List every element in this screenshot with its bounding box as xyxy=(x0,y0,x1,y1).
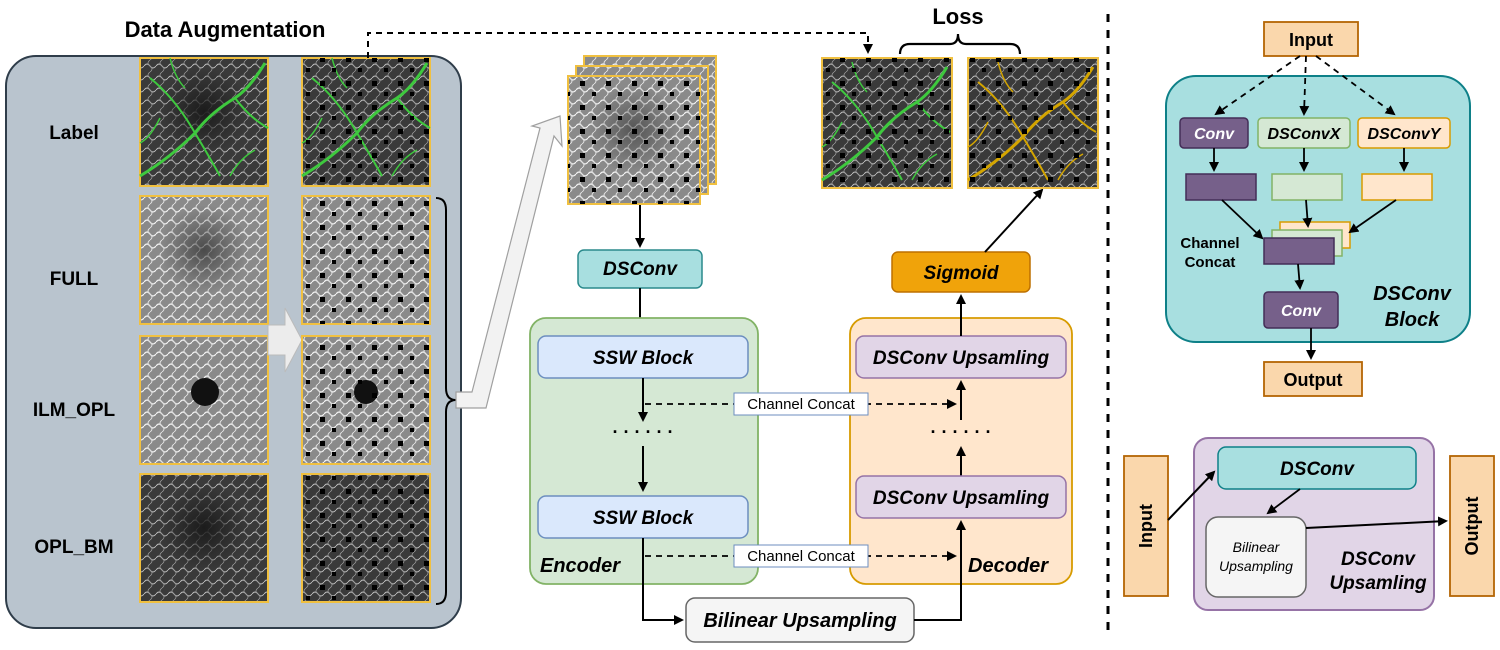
input-image-stack xyxy=(567,55,717,205)
upsampling-bilinear-box xyxy=(1205,516,1307,598)
block-conv2-label: Conv xyxy=(1281,303,1322,320)
ssw-block-1-label: SSW Block xyxy=(593,348,695,369)
decoder-label: Decoder xyxy=(968,555,1049,577)
row-label-label: Label xyxy=(49,123,99,144)
prediction-image xyxy=(966,57,1099,189)
sigmoid-to-output-arrow xyxy=(984,188,1044,253)
channel-concat-1-label: Channel Concat xyxy=(747,396,855,413)
image-full-original xyxy=(139,195,269,325)
encoder-label: Encoder xyxy=(540,555,621,577)
row-label-ilm-opl: ILM_OPL xyxy=(33,400,116,421)
row-label-full: FULL xyxy=(50,269,99,290)
label-to-loss-arrow xyxy=(367,32,873,58)
loss-brace xyxy=(898,33,1022,55)
sigmoid-label: Sigmoid xyxy=(924,263,999,284)
dsconv-upsampling-1-label: DSConv Upsamling xyxy=(873,348,1050,369)
channel-concat-2-box xyxy=(733,544,869,568)
dsconv-to-bilinear-arrow xyxy=(1266,488,1301,515)
image-label-original xyxy=(138,56,270,187)
upsampling-bilinear-line2: Upsampling xyxy=(1219,558,1293,574)
upsampling-dsconv-label: DSConv xyxy=(1280,459,1355,480)
dsconv-label: DSConv xyxy=(603,259,678,280)
image-full-augmented xyxy=(301,195,431,325)
input-flow-arrow xyxy=(455,115,563,409)
decoder-dots: · · · · · · xyxy=(931,422,992,442)
dsconv-block-title-line2: Block xyxy=(1385,309,1440,331)
augment-arrow xyxy=(267,307,303,373)
block-input-box xyxy=(1263,21,1359,57)
concat-stack xyxy=(1263,221,1351,265)
block-dsconvy-label: DSConvY xyxy=(1368,126,1442,143)
upsampling-output-label: Output xyxy=(1462,497,1482,556)
channel-concat-2-label: Channel Concat xyxy=(747,548,855,565)
upsampling-dsconv-box xyxy=(1217,446,1417,490)
image-ilm-opl-augmented xyxy=(301,335,431,465)
image-ilm-opl-original xyxy=(139,335,269,465)
upsampling-title-line2: Upsamling xyxy=(1329,573,1427,594)
dsconvx-to-concat-arrow xyxy=(1302,199,1313,228)
dsconv-block-title-line1: DSConv xyxy=(1373,283,1453,305)
upsampling-input-box xyxy=(1123,455,1169,597)
upsampling-input-arrow xyxy=(1167,470,1216,521)
dsconvx-feature-map xyxy=(1271,173,1343,201)
block-conv2-box xyxy=(1263,291,1339,329)
encoder-to-bilinear-arrow xyxy=(642,538,684,625)
ground-truth-image xyxy=(820,57,953,189)
ssw-block-2-label: SSW Block xyxy=(593,508,695,529)
augmentation-title: Data Augmentation xyxy=(125,17,326,42)
block-channel-concat-line2: Concat xyxy=(1185,254,1236,271)
bilinear-to-output-arrow xyxy=(1305,516,1448,529)
bilinear-to-decoder-arrow xyxy=(914,520,966,621)
block-input-label: Input xyxy=(1289,30,1333,50)
block-output-box xyxy=(1263,361,1363,397)
block-dsconvx-label: DSConvX xyxy=(1268,126,1342,143)
loss-title: Loss xyxy=(932,4,983,29)
concat-to-conv-arrow xyxy=(1294,263,1305,290)
channel-concat-1-box xyxy=(733,392,869,416)
image-label-augmented xyxy=(300,56,432,187)
image-opl-bm-original xyxy=(139,473,269,603)
image-opl-bm-augmented xyxy=(301,473,431,603)
upsampling-input-label: Input xyxy=(1136,504,1156,548)
dsconv-upsampling-2-label: DSConv Upsamling xyxy=(873,488,1050,509)
dsconvy-feature-map xyxy=(1361,173,1433,201)
encoder-dots: · · · · · · xyxy=(613,422,674,442)
dsconv-upsampling-2 xyxy=(855,475,1067,519)
upsampling-title-line1: DSConv xyxy=(1341,549,1416,570)
upsampling-output-box xyxy=(1449,455,1495,597)
conv-feature-map xyxy=(1185,173,1257,201)
block-conv-label: Conv xyxy=(1194,126,1235,143)
upsampling-bilinear-line1: Bilinear xyxy=(1233,539,1281,555)
dsconvy-to-concat-arrow xyxy=(1348,199,1397,234)
block-output-label: Output xyxy=(1284,370,1343,390)
bilinear-upsampling-label: Bilinear Upsampling xyxy=(703,610,896,632)
input-to-dsconvy-arrow xyxy=(1315,55,1396,116)
row-label-opl-bm: OPL_BM xyxy=(34,537,113,558)
sigmoid-box xyxy=(891,251,1031,293)
input-to-dsconvx-arrow xyxy=(1299,55,1310,116)
conv-to-concat-arrow xyxy=(1221,199,1264,240)
block-channel-concat-line1: Channel xyxy=(1180,235,1239,252)
